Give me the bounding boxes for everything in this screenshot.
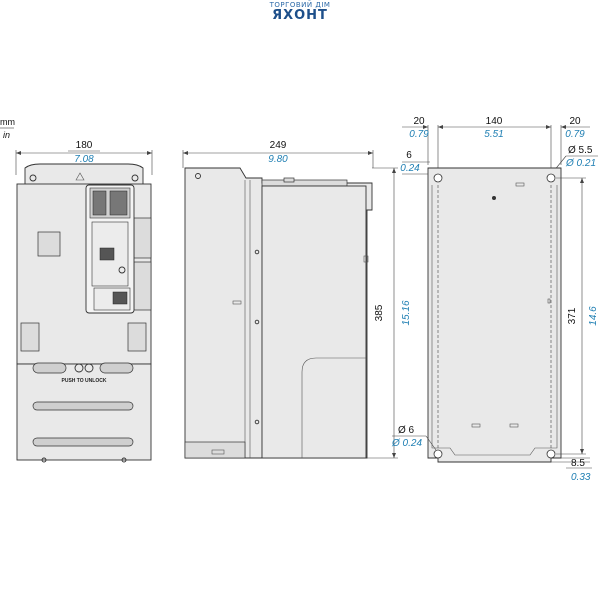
rear-spacing-mm: 140	[486, 116, 503, 127]
rear-left-offset-mm: 20	[413, 116, 425, 127]
side-view: 249 9.80 385 15.16	[182, 140, 412, 459]
unit-in: in	[3, 130, 10, 140]
unlock-label: PUSH TO UNLOCK	[62, 378, 107, 384]
rear-bottom-hole-mm: Ø 6	[398, 425, 415, 436]
terminal-blocks	[92, 190, 128, 216]
units-legend: mm in	[0, 117, 15, 140]
front-width-in: 7.08	[74, 154, 94, 165]
rear-pitch-mm: 371	[567, 307, 578, 324]
rear-pitch-in: 14.6	[588, 306, 599, 326]
front-view: 180 7.08 PUSH	[15, 140, 153, 463]
brand-logo: ТОРГОВИЙ ДІМ ЯХОНТ	[269, 0, 331, 23]
rear-top-offset-mm: 6	[406, 150, 412, 161]
rear-view: 20 0.79 140 5.51 20 0.79 6 0.24 Ø 5.5 Ø …	[391, 116, 599, 483]
side-depth-mm: 249	[270, 140, 287, 151]
side-depth-in: 9.80	[268, 154, 288, 165]
side-height-mm: 385	[374, 304, 385, 321]
logo-brand: ЯХОНТ	[272, 8, 328, 23]
logo-tagline: ТОРГОВИЙ ДІМ	[269, 0, 331, 9]
rear-bottom-offset-in: 0.33	[571, 472, 591, 483]
front-width-mm: 180	[76, 140, 93, 151]
rear-bottom-offset-mm: 8.5	[571, 458, 585, 469]
rear-top-hole-mm: Ø 5.5	[568, 145, 593, 156]
side-height-in: 15.16	[401, 300, 412, 325]
unit-mm: mm	[0, 117, 15, 127]
rear-top-offset-in: 0.24	[400, 163, 420, 174]
rj45-port-lower-icon	[112, 291, 128, 305]
rear-bottom-hole-in: Ø 0.24	[391, 438, 422, 449]
rear-spacing-in: 5.51	[484, 129, 503, 140]
rear-left-offset-in: 0.79	[409, 129, 429, 140]
rj45-port-icon	[99, 247, 115, 261]
rear-right-offset-mm: 20	[569, 116, 581, 127]
rear-top-hole-in: Ø 0.21	[565, 158, 596, 169]
rear-right-offset-in: 0.79	[565, 129, 585, 140]
